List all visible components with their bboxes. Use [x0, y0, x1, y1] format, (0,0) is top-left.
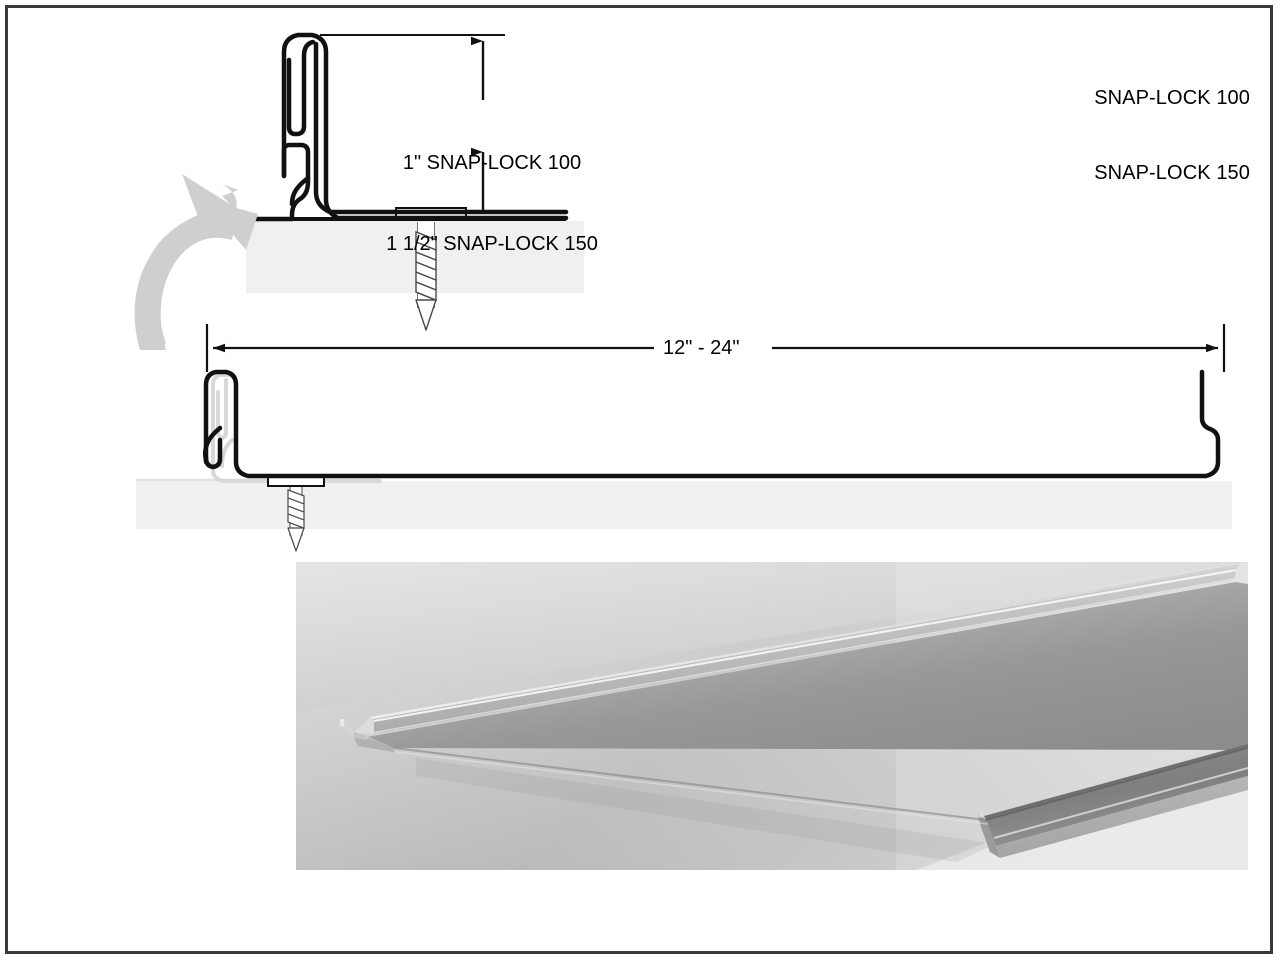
- detail-callout-arrow: [134, 174, 258, 350]
- panel-fastening-clip: [267, 476, 325, 487]
- render-panel-left-edge: [340, 719, 394, 752]
- detail-deck-substrate: [246, 221, 584, 293]
- height-dimension: [320, 34, 505, 212]
- title-line-1: SNAP-LOCK 100: [1094, 87, 1250, 109]
- height-dimension-line-2: 1 1/2" SNAP-LOCK 150: [386, 233, 598, 255]
- render-right-hem: [978, 744, 1248, 858]
- render-panel-pan: [368, 582, 1248, 750]
- render-seam-leg: [365, 564, 1240, 735]
- panel-3d-render: [296, 562, 1248, 870]
- render-floor-shadow: [416, 758, 996, 862]
- height-dimension-label: 1" SNAP-LOCK 100 1 1/2" SNAP-LOCK 150: [380, 96, 604, 312]
- render-canvas: [296, 562, 1248, 870]
- panel-profile: [202, 369, 1221, 479]
- width-dimension: [205, 324, 1226, 372]
- title-line-2: SNAP-LOCK 150: [1094, 162, 1250, 184]
- panel-deck-substrate: [136, 481, 1232, 529]
- width-dimension-label: 12" - 24": [654, 336, 749, 360]
- render-panel-silhouette: [393, 747, 989, 825]
- panel-screw-fastener: [287, 484, 305, 552]
- height-dimension-line-1: 1" SNAP-LOCK 100: [402, 152, 582, 174]
- title-block: SNAP-LOCK 100 SNAP-LOCK 150: [1094, 36, 1250, 236]
- detail-seam-profile: [244, 32, 569, 222]
- detail-screw-fastener: [415, 222, 437, 331]
